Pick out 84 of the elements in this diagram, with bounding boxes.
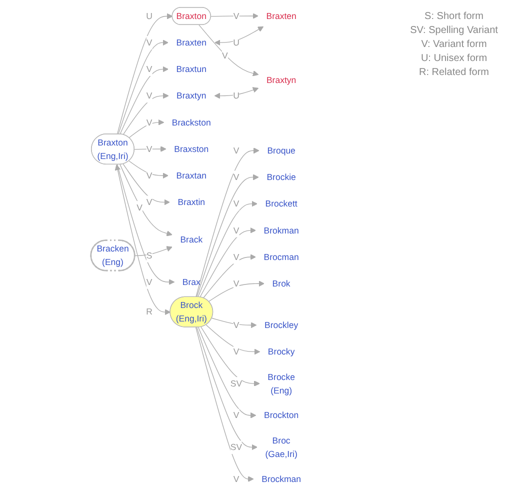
arrow [116, 13, 173, 135]
node-text: Broque [267, 145, 296, 156]
edge-label: V [146, 170, 152, 180]
arrow [120, 66, 168, 135]
arrow [118, 40, 168, 135]
arrow [198, 200, 258, 298]
key-text: SV: Spelling Variant [409, 24, 499, 38]
edge-label: V [233, 10, 240, 21]
node-text: Braxtyn [176, 90, 206, 101]
arrow [214, 26, 264, 46]
node-text: Brok [272, 278, 290, 288]
key-text: R: Related form [418, 66, 490, 80]
edge-label: V [233, 474, 240, 484]
node-text: Brack [180, 234, 203, 245]
edge-label: V [233, 278, 240, 288]
node-text: Brocman [264, 252, 299, 262]
node-text: Braxtyn [266, 75, 296, 86]
key-text: V: Variant form [420, 38, 488, 52]
arrow [198, 326, 256, 418]
node-text: Brockton [264, 410, 299, 420]
edge-label: V [146, 276, 152, 287]
arrow [212, 318, 257, 328]
arrow [128, 119, 164, 138]
edge-label: V [146, 117, 152, 128]
arrow [200, 227, 256, 298]
edge-label: U [233, 37, 240, 48]
arrow [202, 254, 256, 298]
node-text: Brocke (Eng) [268, 372, 295, 395]
node-text: Brocky [268, 346, 295, 357]
arrow [134, 146, 166, 152]
node-text: Brockman [262, 474, 302, 484]
node-text: Brokman [264, 225, 299, 236]
edge-label: V [146, 90, 152, 101]
arrow [122, 92, 169, 136]
edge-label: V [233, 145, 240, 156]
node-text: Broc (Gae,Iri) [265, 435, 298, 459]
arrow [120, 164, 172, 236]
edge-label: V [233, 172, 240, 182]
arrow [128, 160, 168, 179]
edge-label: V [222, 50, 228, 61]
key-text: S: Short form [424, 10, 484, 24]
edge-label: U [233, 90, 240, 101]
edge-label: V [233, 225, 240, 236]
edge-label: SV [230, 378, 242, 388]
node-text: Brockie [266, 172, 296, 182]
node-text: Braxten [266, 10, 296, 21]
node-text: Brackston [172, 117, 211, 128]
arrow [214, 87, 259, 99]
arrow [208, 280, 264, 302]
edge-label: V [233, 252, 240, 262]
edge-label: V [146, 37, 152, 48]
edge-label: R [146, 306, 152, 317]
edge-label: SV [230, 442, 242, 452]
key-text: U: Unisex form [420, 52, 488, 66]
node-text: Brockley [264, 320, 298, 330]
edge-label: S [146, 250, 152, 260]
arrow [196, 326, 258, 450]
arrow [195, 326, 254, 482]
edge-label: V [146, 144, 152, 154]
arrow [196, 174, 259, 298]
node-text: Braxtin [178, 196, 206, 208]
arrow [210, 13, 258, 19]
node-text: Braxten [176, 37, 206, 48]
arrow [198, 24, 259, 76]
edge-label: V [233, 346, 240, 357]
edge-label: V [233, 320, 240, 330]
edge-label: U [146, 10, 152, 21]
arrow [196, 148, 260, 298]
node-text: Braxtun [176, 64, 206, 74]
arrow [114, 164, 171, 316]
edge-label: V [146, 196, 152, 208]
node-text: Brax [182, 276, 200, 287]
node-text: Braxtan [176, 170, 206, 180]
edge-label: V [233, 410, 240, 420]
arrow [200, 326, 260, 386]
node-text: Brockett [265, 198, 298, 209]
arrow [116, 164, 175, 285]
edge-label: V [136, 202, 142, 212]
arrow [134, 246, 172, 256]
edge-label: V [233, 198, 240, 209]
arrow [122, 164, 170, 206]
arrow [206, 324, 260, 355]
edge-label: V [146, 64, 152, 74]
node-text: Braxston [174, 144, 209, 154]
